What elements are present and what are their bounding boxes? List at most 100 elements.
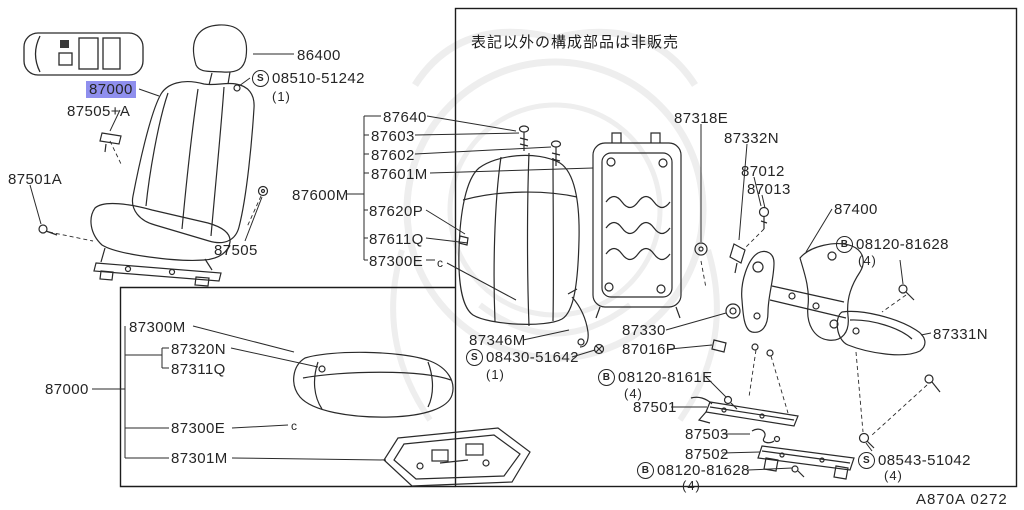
part-number-text: 87013: [747, 181, 791, 198]
circled-s-icon: S: [858, 452, 875, 469]
part-number-text: 87600M: [292, 187, 349, 204]
part-number-text: c: [437, 256, 444, 270]
part-number-text: 87611Q: [369, 231, 424, 248]
part-number-text: 87300E: [369, 253, 424, 270]
part-label-87600M[interactable]: 87600M: [292, 187, 349, 204]
qty-label-qty-81628-btm: (4): [682, 477, 701, 494]
car-position-icon: [23, 32, 144, 76]
part-number-text: (4): [624, 386, 643, 401]
part-number-text: 87332N: [724, 130, 779, 147]
circled-b-icon: B: [836, 236, 853, 253]
part-label-87331N[interactable]: 87331N: [933, 326, 988, 343]
part-number-text: 87346M: [469, 332, 526, 349]
front-seat-drawing: [38, 24, 269, 287]
part-label-87400[interactable]: 87400: [834, 201, 878, 218]
qty-label-qty-08543: (4): [884, 467, 903, 484]
circled-s-icon: S: [466, 349, 483, 366]
part-label-87603[interactable]: 87603: [371, 128, 415, 145]
part-number-text: 87603: [371, 128, 415, 145]
seatback-pad-drawing: [458, 152, 580, 327]
part-number-text: 08543-51042: [878, 452, 971, 469]
part-number-text: 86400: [297, 47, 341, 64]
part-number-text: (4): [682, 478, 701, 493]
part-number-text: (4): [884, 468, 903, 483]
recliner-hardware-drawing: [711, 206, 941, 393]
part-label-87300E-box[interactable]: 87300E: [369, 253, 423, 270]
part-label-87505[interactable]: 87505: [214, 242, 258, 259]
part-label-87330[interactable]: 87330: [622, 322, 666, 339]
part-label-87640[interactable]: 87640: [383, 109, 427, 126]
circled-b-icon: B: [598, 369, 615, 386]
part-number-text: 87620P: [369, 203, 424, 220]
part-label-87012[interactable]: 87012: [741, 163, 785, 180]
part-label-86400[interactable]: 86400: [297, 47, 341, 64]
part-number-text: 87502: [685, 446, 729, 463]
leader-lines: [29, 53, 932, 471]
part-number-text: (4): [858, 253, 877, 268]
part-number-text: 08510-51242: [272, 70, 365, 87]
part-label-87620P[interactable]: 87620P: [369, 203, 423, 220]
part-number-text: (1): [486, 367, 505, 382]
qty-label-qty-08430: (1): [486, 366, 505, 383]
part-number-text: 08430-51642: [486, 349, 579, 366]
part-label-87016P[interactable]: 87016P: [622, 341, 676, 358]
circled-s-icon: S: [252, 70, 269, 87]
part-label-87300M[interactable]: 87300M: [129, 319, 186, 336]
part-number-text: 87301M: [171, 450, 228, 467]
note-non-sale-parts: 表記以外の構成部品は非販売: [471, 34, 680, 51]
part-label-87300E-left[interactable]: 87300E: [171, 420, 225, 437]
part-label-87505A[interactable]: 87505+A: [67, 103, 130, 120]
part-number-text: 87501A: [8, 171, 63, 188]
part-label-87311Q[interactable]: 87311Q: [171, 361, 226, 378]
part-number-text: 87320N: [171, 341, 226, 358]
diagram-border: [119, 7, 1018, 488]
part-number-text: (1): [272, 89, 291, 104]
part-label-87501A[interactable]: 87501A: [8, 171, 62, 188]
part-label-87346M[interactable]: 87346M: [469, 332, 526, 349]
part-number-text: 87000: [45, 381, 89, 398]
part-label-87601M[interactable]: 87601M: [371, 166, 428, 183]
part-label-87501[interactable]: 87501: [633, 399, 677, 416]
part-label-87320N[interactable]: 87320N: [171, 341, 226, 358]
part-number-text: 08120-81628: [856, 236, 949, 253]
part-number-text: 87318E: [674, 110, 729, 127]
part-number-text: 87503: [685, 426, 729, 443]
part-number-text: 87311Q: [171, 361, 226, 378]
connector-ref-connector-c-left: c: [291, 418, 297, 435]
part-label-87000-selected[interactable]: 87000: [86, 81, 136, 98]
part-number-text: c: [291, 419, 298, 433]
part-label-87013[interactable]: 87013: [747, 181, 791, 198]
part-number-text: 87601M: [371, 166, 428, 183]
qty-label-qty-81628-top: (4): [858, 252, 877, 269]
part-label-87301M[interactable]: 87301M: [171, 450, 228, 467]
part-label-87000-group[interactable]: 87000: [45, 381, 89, 398]
part-label-87318E[interactable]: 87318E: [674, 110, 728, 127]
seatback-frame-drawing: [518, 125, 708, 319]
assembly-dashed-lines: [48, 140, 928, 436]
part-number-text: 87012: [741, 163, 785, 180]
part-number-text: 87400: [834, 201, 878, 218]
part-label-87503[interactable]: 87503: [685, 426, 729, 443]
part-number-text: 08120-8161E: [618, 369, 713, 386]
part-number-text: 87602: [371, 147, 415, 164]
part-label-87332N[interactable]: 87332N: [724, 130, 779, 147]
part-number-text: 08120-81628: [657, 462, 750, 479]
part-number-text: 87300E: [171, 420, 226, 437]
qty-label-qty-8161E: (4): [624, 385, 643, 402]
diagram-code: A870A 0272: [916, 491, 1008, 508]
part-label-87611Q[interactable]: 87611Q: [369, 231, 424, 248]
part-label-87502[interactable]: 87502: [685, 446, 729, 463]
qty-label-qty-08510: (1): [272, 88, 291, 105]
part-label-87602[interactable]: 87602: [371, 147, 415, 164]
connector-ref-connector-c-box: c: [437, 255, 443, 272]
circled-b-icon: B: [637, 462, 654, 479]
